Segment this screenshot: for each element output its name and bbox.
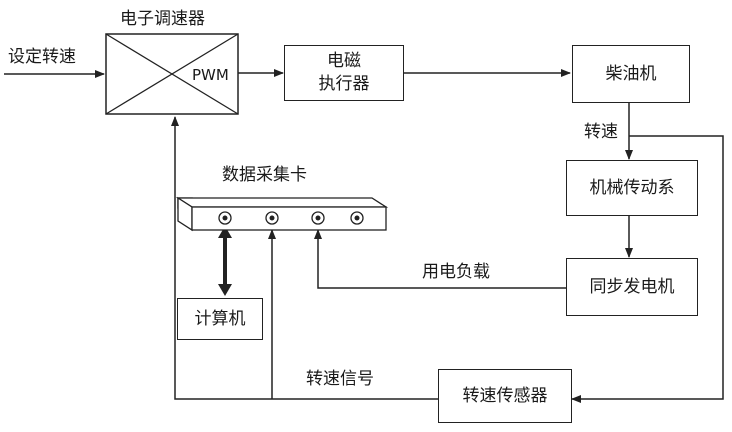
load-to-daq-line (314, 229, 566, 289)
speed-feedback-line (171, 116, 438, 400)
computer-daq-link (218, 226, 232, 296)
generator-box: 同步发电机 (566, 258, 698, 316)
daq-port (350, 211, 364, 225)
pwm-label: PWM (192, 66, 229, 84)
computer-label: 计算机 (194, 308, 246, 329)
transmission-box: 机械传动系 (566, 160, 698, 216)
speed-sensor-label: 转速传感器 (462, 385, 548, 406)
daq-port (265, 211, 279, 225)
speed-signal-label: 转速信号 (306, 369, 374, 389)
daq-label: 数据采集卡 (222, 165, 307, 185)
speed-sensor-box: 转速传感器 (438, 369, 572, 423)
actuator-line1: 电磁 (327, 51, 361, 72)
diesel-label: 柴油机 (605, 63, 657, 84)
governor-title: 电子调速器 (120, 9, 205, 29)
actuator-box: 电磁 执行器 (284, 45, 404, 101)
daq-port (311, 211, 325, 225)
daq-card (175, 196, 389, 232)
daq-port (218, 211, 232, 225)
computer-box: 计算机 (177, 298, 263, 340)
generator-label: 同步发电机 (589, 276, 675, 297)
speed-branch-line (571, 135, 724, 403)
input-label: 设定转速 (8, 47, 76, 67)
load-label: 用电负载 (422, 262, 490, 282)
diesel-box: 柴油机 (572, 45, 690, 103)
actuator-line2: 执行器 (318, 74, 370, 94)
speed-label: 转速 (584, 122, 618, 142)
governor-box (105, 33, 239, 115)
transmission-label: 机械传动系 (589, 177, 675, 198)
